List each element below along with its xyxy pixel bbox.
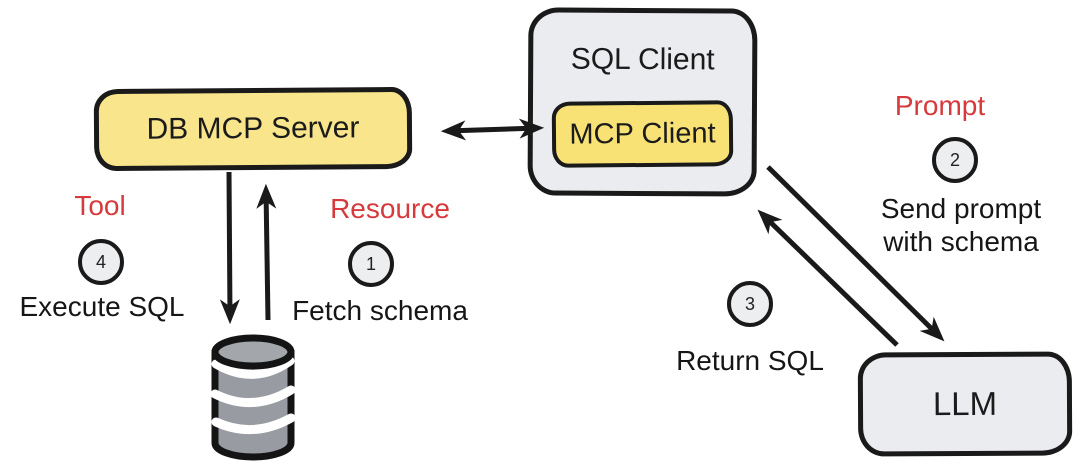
- step-1-badge: 1: [348, 241, 394, 287]
- step-2-number: 2: [949, 149, 960, 170]
- step-2-badge: 2: [932, 137, 978, 183]
- send-prompt-caption: Send prompt with schema: [855, 192, 1067, 258]
- resource-label: Resource: [330, 193, 450, 224]
- execute-sql-caption: Execute SQL: [19, 291, 185, 322]
- mcp-client-node: MCP Client: [551, 100, 734, 168]
- database-top: [211, 334, 295, 370]
- fetch-schema-arrow: [256, 183, 277, 321]
- database-icon: [210, 334, 296, 461]
- mcp-client-label: MCP Client: [569, 116, 716, 151]
- database-stripe-bottom: [211, 413, 296, 435]
- db-mcp-server-node: DB MCP Server: [93, 86, 413, 172]
- sql-client-label: SQL Client: [570, 42, 715, 77]
- fetch-schema-caption: Fetch schema: [292, 295, 468, 326]
- prompt-label: Prompt: [894, 90, 986, 121]
- step-3-badge: 3: [727, 281, 773, 327]
- database-stripe-middle: [210, 385, 296, 407]
- step-1-number: 1: [365, 253, 376, 274]
- send-prompt-caption-line2: with schema: [883, 226, 1039, 257]
- step-4-badge: 4: [78, 239, 124, 285]
- step-4-number: 4: [95, 251, 106, 272]
- llm-label: LLM: [932, 384, 998, 423]
- server-client-arrow: [440, 118, 545, 141]
- return-sql-caption: Return SQL: [676, 345, 824, 376]
- database-stripe-top: [211, 356, 295, 379]
- database-body: [211, 350, 295, 461]
- llm-node: LLM: [857, 351, 1073, 457]
- db-mcp-server-label: DB MCP Server: [146, 111, 360, 146]
- execute-sql-arrow: [219, 171, 240, 325]
- step-3-number: 3: [744, 293, 755, 314]
- send-prompt-caption-line1: Send prompt: [880, 193, 1042, 224]
- tool-label: Tool: [74, 190, 126, 221]
